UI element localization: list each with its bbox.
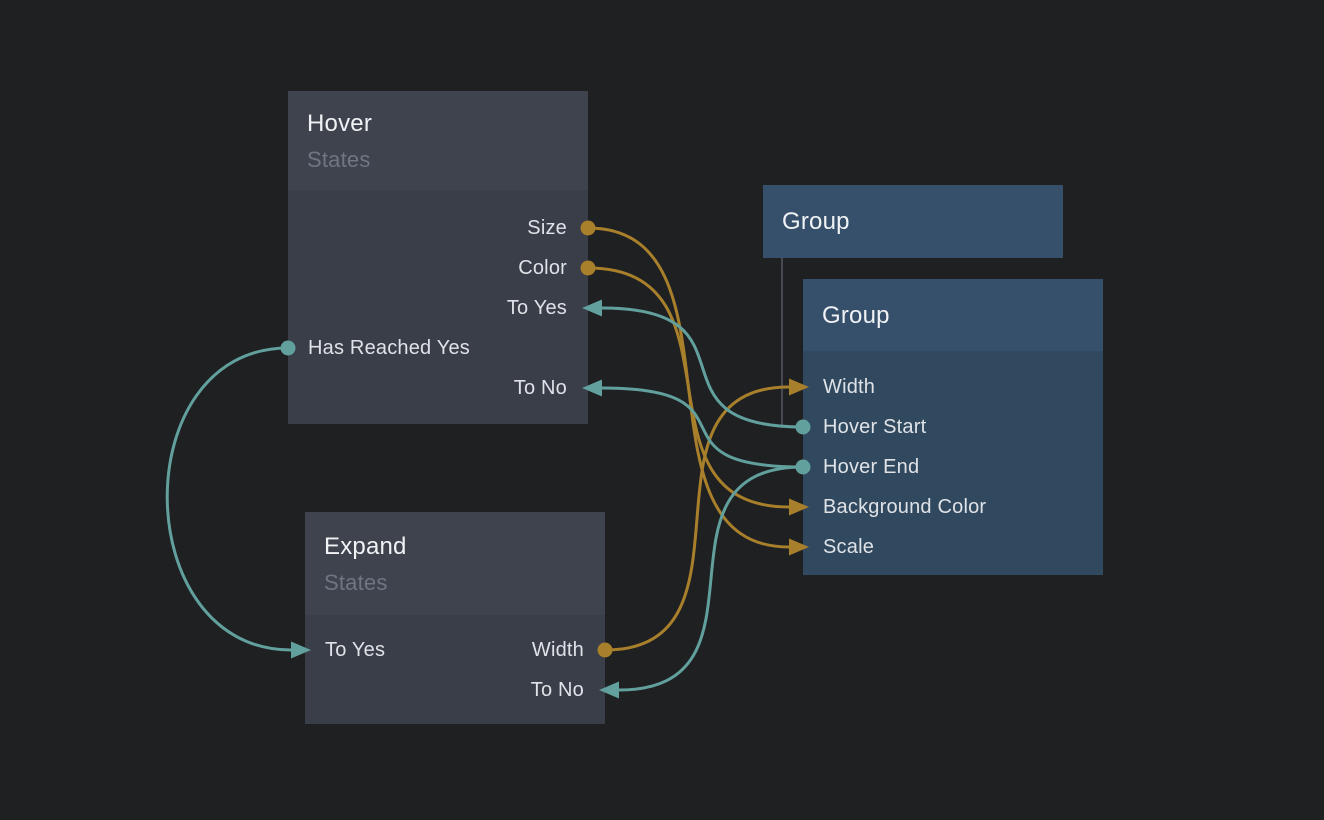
wire-color-to-background-color[interactable]	[587, 266, 790, 509]
node-body	[288, 190, 588, 424]
node-title: Expand	[324, 532, 407, 560]
port-hover-states-to-no[interactable]: To No	[288, 368, 588, 408]
port-label: Scale	[823, 535, 875, 558]
port-arrow-group-width[interactable]	[789, 378, 809, 396]
port-arrow-expand-states-to-no[interactable]	[599, 681, 619, 699]
port-group-width[interactable]: Width	[803, 367, 1103, 407]
wire-has-reached-yes-to-expand-to-yes[interactable]	[165, 346, 292, 652]
node-subtitle: States	[324, 569, 388, 595]
node-header[interactable]: Group	[803, 279, 1103, 351]
port-arrow-hover-states-to-yes[interactable]	[582, 299, 602, 317]
port-dot-hover-states-has-reached-yes[interactable]	[280, 340, 296, 356]
wire-width-to-width[interactable]	[604, 385, 790, 652]
port-arrow-expand-states-to-yes[interactable]	[291, 641, 311, 659]
port-label: To Yes	[506, 296, 567, 319]
wire-hover-start-to-to-yes[interactable]	[601, 306, 804, 429]
node-header[interactable]: Group	[763, 185, 1063, 258]
port-arrow-group-background-color[interactable]	[789, 498, 809, 516]
port-dot-group-hover-end[interactable]	[795, 459, 811, 475]
port-group-hover-end[interactable]: Hover End	[803, 447, 1103, 487]
port-label: To No	[513, 376, 567, 399]
port-label: Size	[527, 216, 567, 239]
port-expand-states-to-yes[interactable]: To Yes	[305, 630, 605, 670]
port-dot-group-hover-start[interactable]	[795, 419, 811, 435]
node-group-header[interactable]: Group	[763, 185, 1063, 258]
port-label: Hover Start	[823, 415, 927, 438]
port-hover-states-has-reached-yes[interactable]: Has Reached Yes	[288, 328, 588, 368]
port-label: Has Reached Yes	[308, 336, 471, 359]
port-dot-hover-states-size[interactable]	[580, 220, 596, 236]
port-arrow-hover-states-to-no[interactable]	[582, 379, 602, 397]
port-group-hover-start[interactable]: Hover Start	[803, 407, 1103, 447]
port-hover-states-color[interactable]: Color	[288, 248, 588, 288]
node-title: Hover	[307, 109, 373, 137]
port-expand-states-width[interactable]: Width	[305, 630, 605, 670]
node-title: Group	[782, 208, 850, 235]
wire-hover-end-to-to-no[interactable]	[601, 386, 804, 469]
wire-hover-end-to-expand-to-no[interactable]	[618, 465, 804, 692]
port-group-scale[interactable]: Scale	[803, 527, 1103, 567]
port-label: To Yes	[325, 638, 386, 661]
port-label: Background Color	[823, 495, 987, 518]
port-label: To No	[530, 678, 584, 701]
port-hover-states-to-yes[interactable]: To Yes	[288, 288, 588, 328]
port-label: Width	[531, 638, 584, 661]
port-dot-hover-states-color[interactable]	[580, 260, 596, 276]
port-group-background-color[interactable]: Background Color	[803, 487, 1103, 527]
node-title: Group	[822, 301, 890, 329]
port-hover-states-size[interactable]: Size	[288, 208, 588, 248]
port-expand-states-to-no[interactable]: To No	[305, 670, 605, 710]
node-subtitle: States	[307, 146, 371, 172]
port-label: Hover End	[823, 455, 920, 478]
hierarchy-line	[781, 258, 798, 428]
port-dot-expand-states-width[interactable]	[597, 642, 613, 658]
port-label: Color	[518, 256, 567, 279]
node-body	[803, 351, 1103, 575]
port-label: Width	[823, 375, 876, 398]
node-body	[305, 615, 605, 724]
port-arrow-group-scale[interactable]	[789, 538, 809, 556]
